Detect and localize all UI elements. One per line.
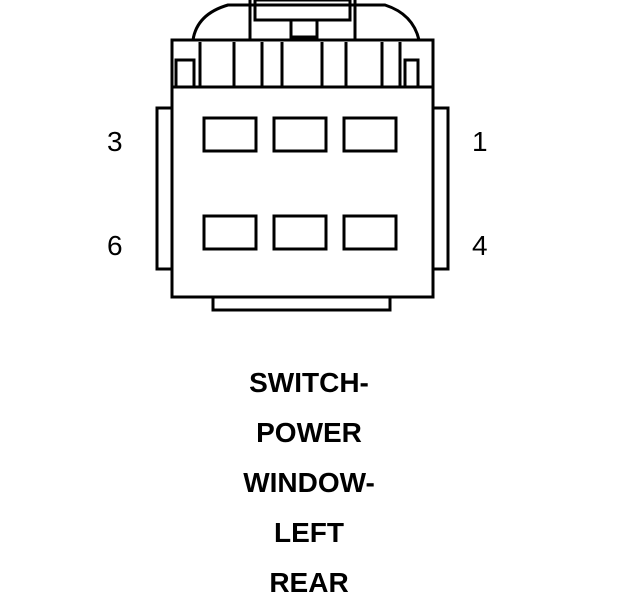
lock-tab-right: [403, 58, 420, 89]
caption-line-1: SWITCH-: [249, 367, 369, 398]
pin-cavity-6: [202, 214, 258, 251]
caption-line-5: REAR: [269, 567, 349, 598]
side-flange-left: [155, 106, 174, 271]
pin-cavity-5: [272, 214, 328, 251]
latch-tab-inner: [289, 18, 319, 39]
connector-upper-rail: [170, 38, 435, 89]
connector-bottom-lip: [211, 295, 392, 312]
connector-caption: SWITCH- POWER WINDOW- LEFT REAR: [0, 358, 618, 600]
pin-cavity-3: [202, 116, 258, 153]
pin-cavity-4: [342, 214, 398, 251]
caption-line-4: LEFT: [274, 517, 344, 548]
pin-label-1: 1: [472, 126, 488, 157]
caption-line-3: WINDOW-: [243, 467, 375, 498]
pin-cavity-2: [272, 116, 328, 153]
pin-label-3: 3: [107, 126, 123, 157]
side-flange-right: [431, 106, 450, 271]
connector-latch-dome: [191, 3, 421, 41]
pin-label-4: 4: [472, 230, 488, 261]
caption-line-2: POWER: [256, 417, 362, 448]
pin-label-6: 6: [107, 230, 123, 261]
latch-tab: [253, 0, 352, 22]
pin-cavity-1: [342, 116, 398, 153]
lock-tab-left: [174, 58, 196, 89]
